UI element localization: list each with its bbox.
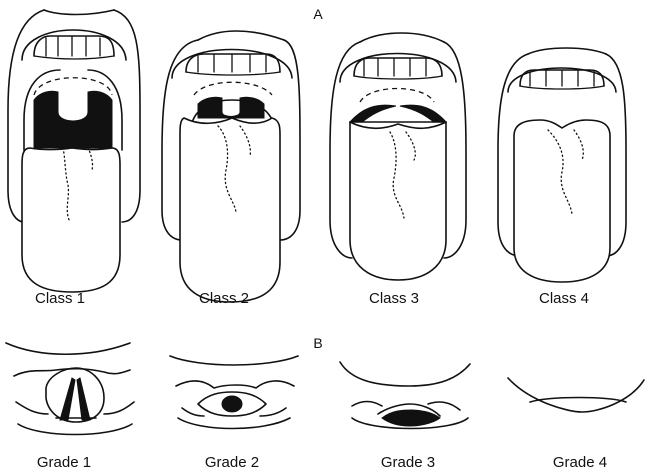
mallampati-class-4-drawing <box>498 48 626 282</box>
cormack-lehane-grade-4-drawing <box>508 378 644 412</box>
mallampati-class-2-drawing <box>162 31 300 302</box>
mallampati-class-4-label: Class 4 <box>539 290 589 307</box>
cormack-lehane-grade-1-drawing <box>6 343 134 435</box>
mallampati-class-2-label: Class 2 <box>199 290 249 307</box>
cormack-lehane-grade-3-drawing <box>340 362 470 429</box>
mallampati-class-3-label: Class 3 <box>369 290 419 307</box>
mallampati-class-3-drawing <box>330 33 466 280</box>
cormack-lehane-grade-2-label: Grade 2 <box>205 454 259 471</box>
cormack-lehane-grade-2-drawing <box>170 356 298 429</box>
panel-b-label: B <box>313 335 322 351</box>
cormack-lehane-grade-3-label: Grade 3 <box>381 454 435 471</box>
cormack-lehane-grade-4-label: Grade 4 <box>553 454 607 471</box>
mallampati-class-1-label: Class 1 <box>35 290 85 307</box>
cormack-lehane-grade-1-label: Grade 1 <box>37 454 91 471</box>
panel-a-label: A <box>313 6 323 22</box>
mallampati-class-1-drawing <box>8 10 140 292</box>
